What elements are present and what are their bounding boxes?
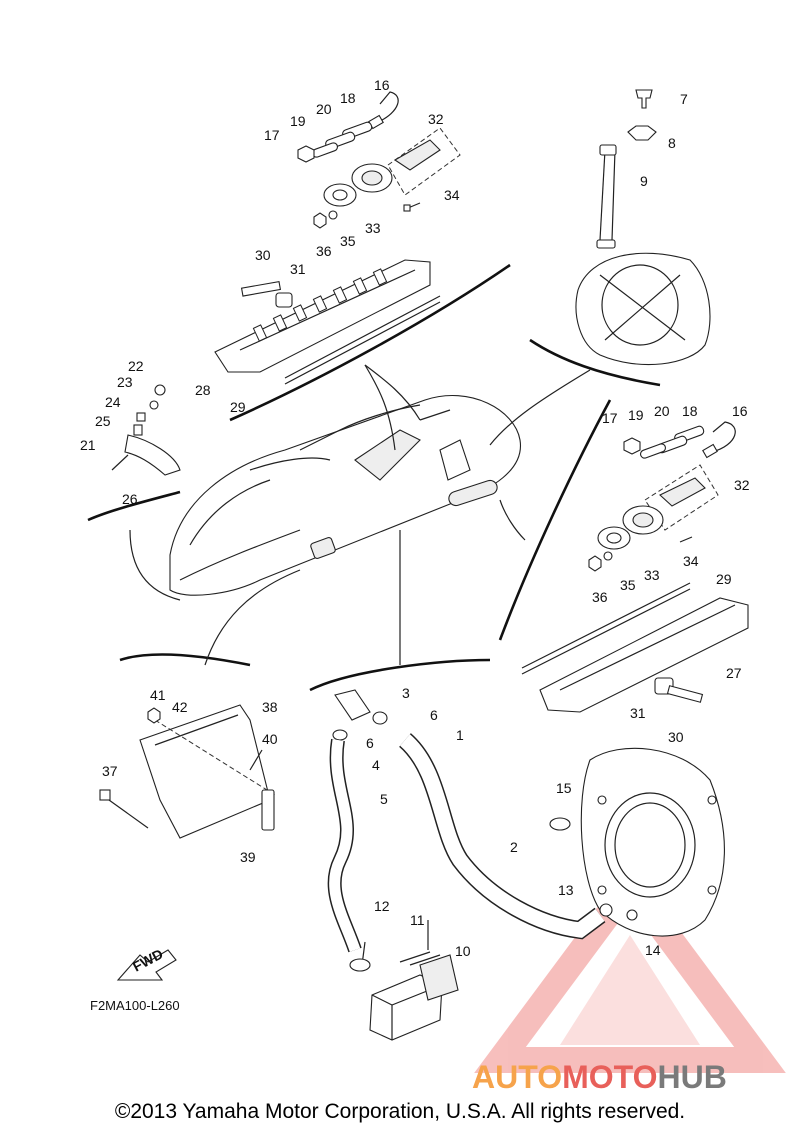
part-label-2: 2 (510, 839, 518, 855)
part-label-1: 1 (456, 727, 464, 743)
part-label-15: 15 (556, 780, 572, 796)
part-label-34: 34 (444, 187, 460, 203)
part-label-3: 3 (402, 685, 410, 701)
part-label-26: 26 (122, 491, 138, 507)
lower-hook-assembly (588, 421, 736, 572)
part-label-16: 16 (374, 77, 390, 93)
part-label-32: 32 (428, 111, 444, 127)
part-label-36: 36 (316, 243, 332, 259)
watermark-triangle-logo (474, 863, 786, 1073)
part-label-32-b: 32 (734, 477, 750, 493)
part-label-31: 31 (290, 261, 306, 277)
part-label-18-b: 18 (682, 403, 698, 419)
part-label-41: 41 (150, 687, 166, 703)
part-label-42: 42 (172, 699, 188, 715)
diagram-code: F2MA100-L260 (90, 998, 180, 1013)
pump-housing-lower (549, 747, 725, 937)
water-box-assembly (369, 920, 459, 1041)
part-label-31-b: 31 (630, 705, 646, 721)
part-number-labels: 16 18 20 19 17 32 34 33 35 36 30 31 28 2… (80, 77, 750, 1013)
part-label-19-b: 19 (628, 407, 644, 423)
watercraft-hull (169, 395, 521, 596)
copyright-notice: ©2013 Yamaha Motor Corporation, U.S.A. A… (114, 1100, 686, 1123)
part-label-14: 14 (645, 942, 661, 958)
upper-hook-assembly (297, 91, 461, 229)
part-label-16-b: 16 (732, 403, 748, 419)
svg-text:AUTOMOTOHUB: AUTOMOTOHUB (472, 1059, 727, 1095)
watermark-auto: AUTO (472, 1059, 562, 1095)
part-label-28: 28 (195, 382, 211, 398)
part-label-30-b: 30 (668, 729, 684, 745)
lower-cover-assembly (99, 704, 276, 839)
group-indicator-lines (87, 263, 661, 692)
watermark-text: AUTOMOTOHUB (472, 1059, 727, 1095)
part-label-17-b: 17 (602, 410, 618, 426)
part-label-30: 30 (255, 247, 271, 263)
part-label-38: 38 (262, 699, 278, 715)
part-label-36-b: 36 (592, 589, 608, 605)
part-label-6: 6 (430, 707, 438, 723)
part-label-22: 22 (128, 358, 144, 374)
part-label-6-b: 6 (366, 735, 374, 751)
part-label-33-b: 33 (644, 567, 660, 583)
part-label-29-b: 29 (716, 571, 732, 587)
part-label-8: 8 (668, 135, 676, 151)
part-label-5: 5 (380, 791, 388, 807)
upper-rail-assembly (214, 259, 441, 385)
part-label-19: 19 (290, 113, 306, 129)
part-label-20: 20 (316, 101, 332, 117)
part-label-39: 39 (240, 849, 256, 865)
part-label-34-b: 34 (683, 553, 699, 569)
part-label-11: 11 (410, 912, 425, 928)
part-label-4: 4 (372, 757, 380, 773)
lower-rail-assembly (521, 582, 749, 713)
part-label-10: 10 (455, 943, 471, 959)
part-label-27: 27 (726, 665, 742, 681)
part-label-23: 23 (117, 374, 133, 390)
part-label-20-b: 20 (654, 403, 670, 419)
part-label-12: 12 (374, 898, 390, 914)
side-bracket-assembly (111, 384, 181, 476)
part-label-9: 9 (640, 173, 648, 189)
fwd-arrow-icon: FWD (116, 946, 177, 981)
part-label-13: 13 (558, 882, 574, 898)
watermark-hub: HUB (657, 1059, 726, 1095)
part-label-25: 25 (95, 413, 111, 429)
part-label-18: 18 (340, 90, 356, 106)
part-label-24: 24 (105, 394, 121, 410)
part-label-21: 21 (80, 437, 96, 453)
part-label-35-b: 35 (620, 577, 636, 593)
hose-assembly (327, 689, 606, 972)
part-label-29: 29 (230, 399, 246, 415)
part-label-33: 33 (365, 220, 381, 236)
part-label-17: 17 (264, 127, 280, 143)
part-label-7: 7 (680, 91, 688, 107)
watermark-moto: MOTO (562, 1059, 657, 1095)
pump-housing-upper (575, 89, 711, 366)
part-label-37: 37 (102, 763, 118, 779)
part-label-35: 35 (340, 233, 356, 249)
part-label-40: 40 (262, 731, 278, 747)
